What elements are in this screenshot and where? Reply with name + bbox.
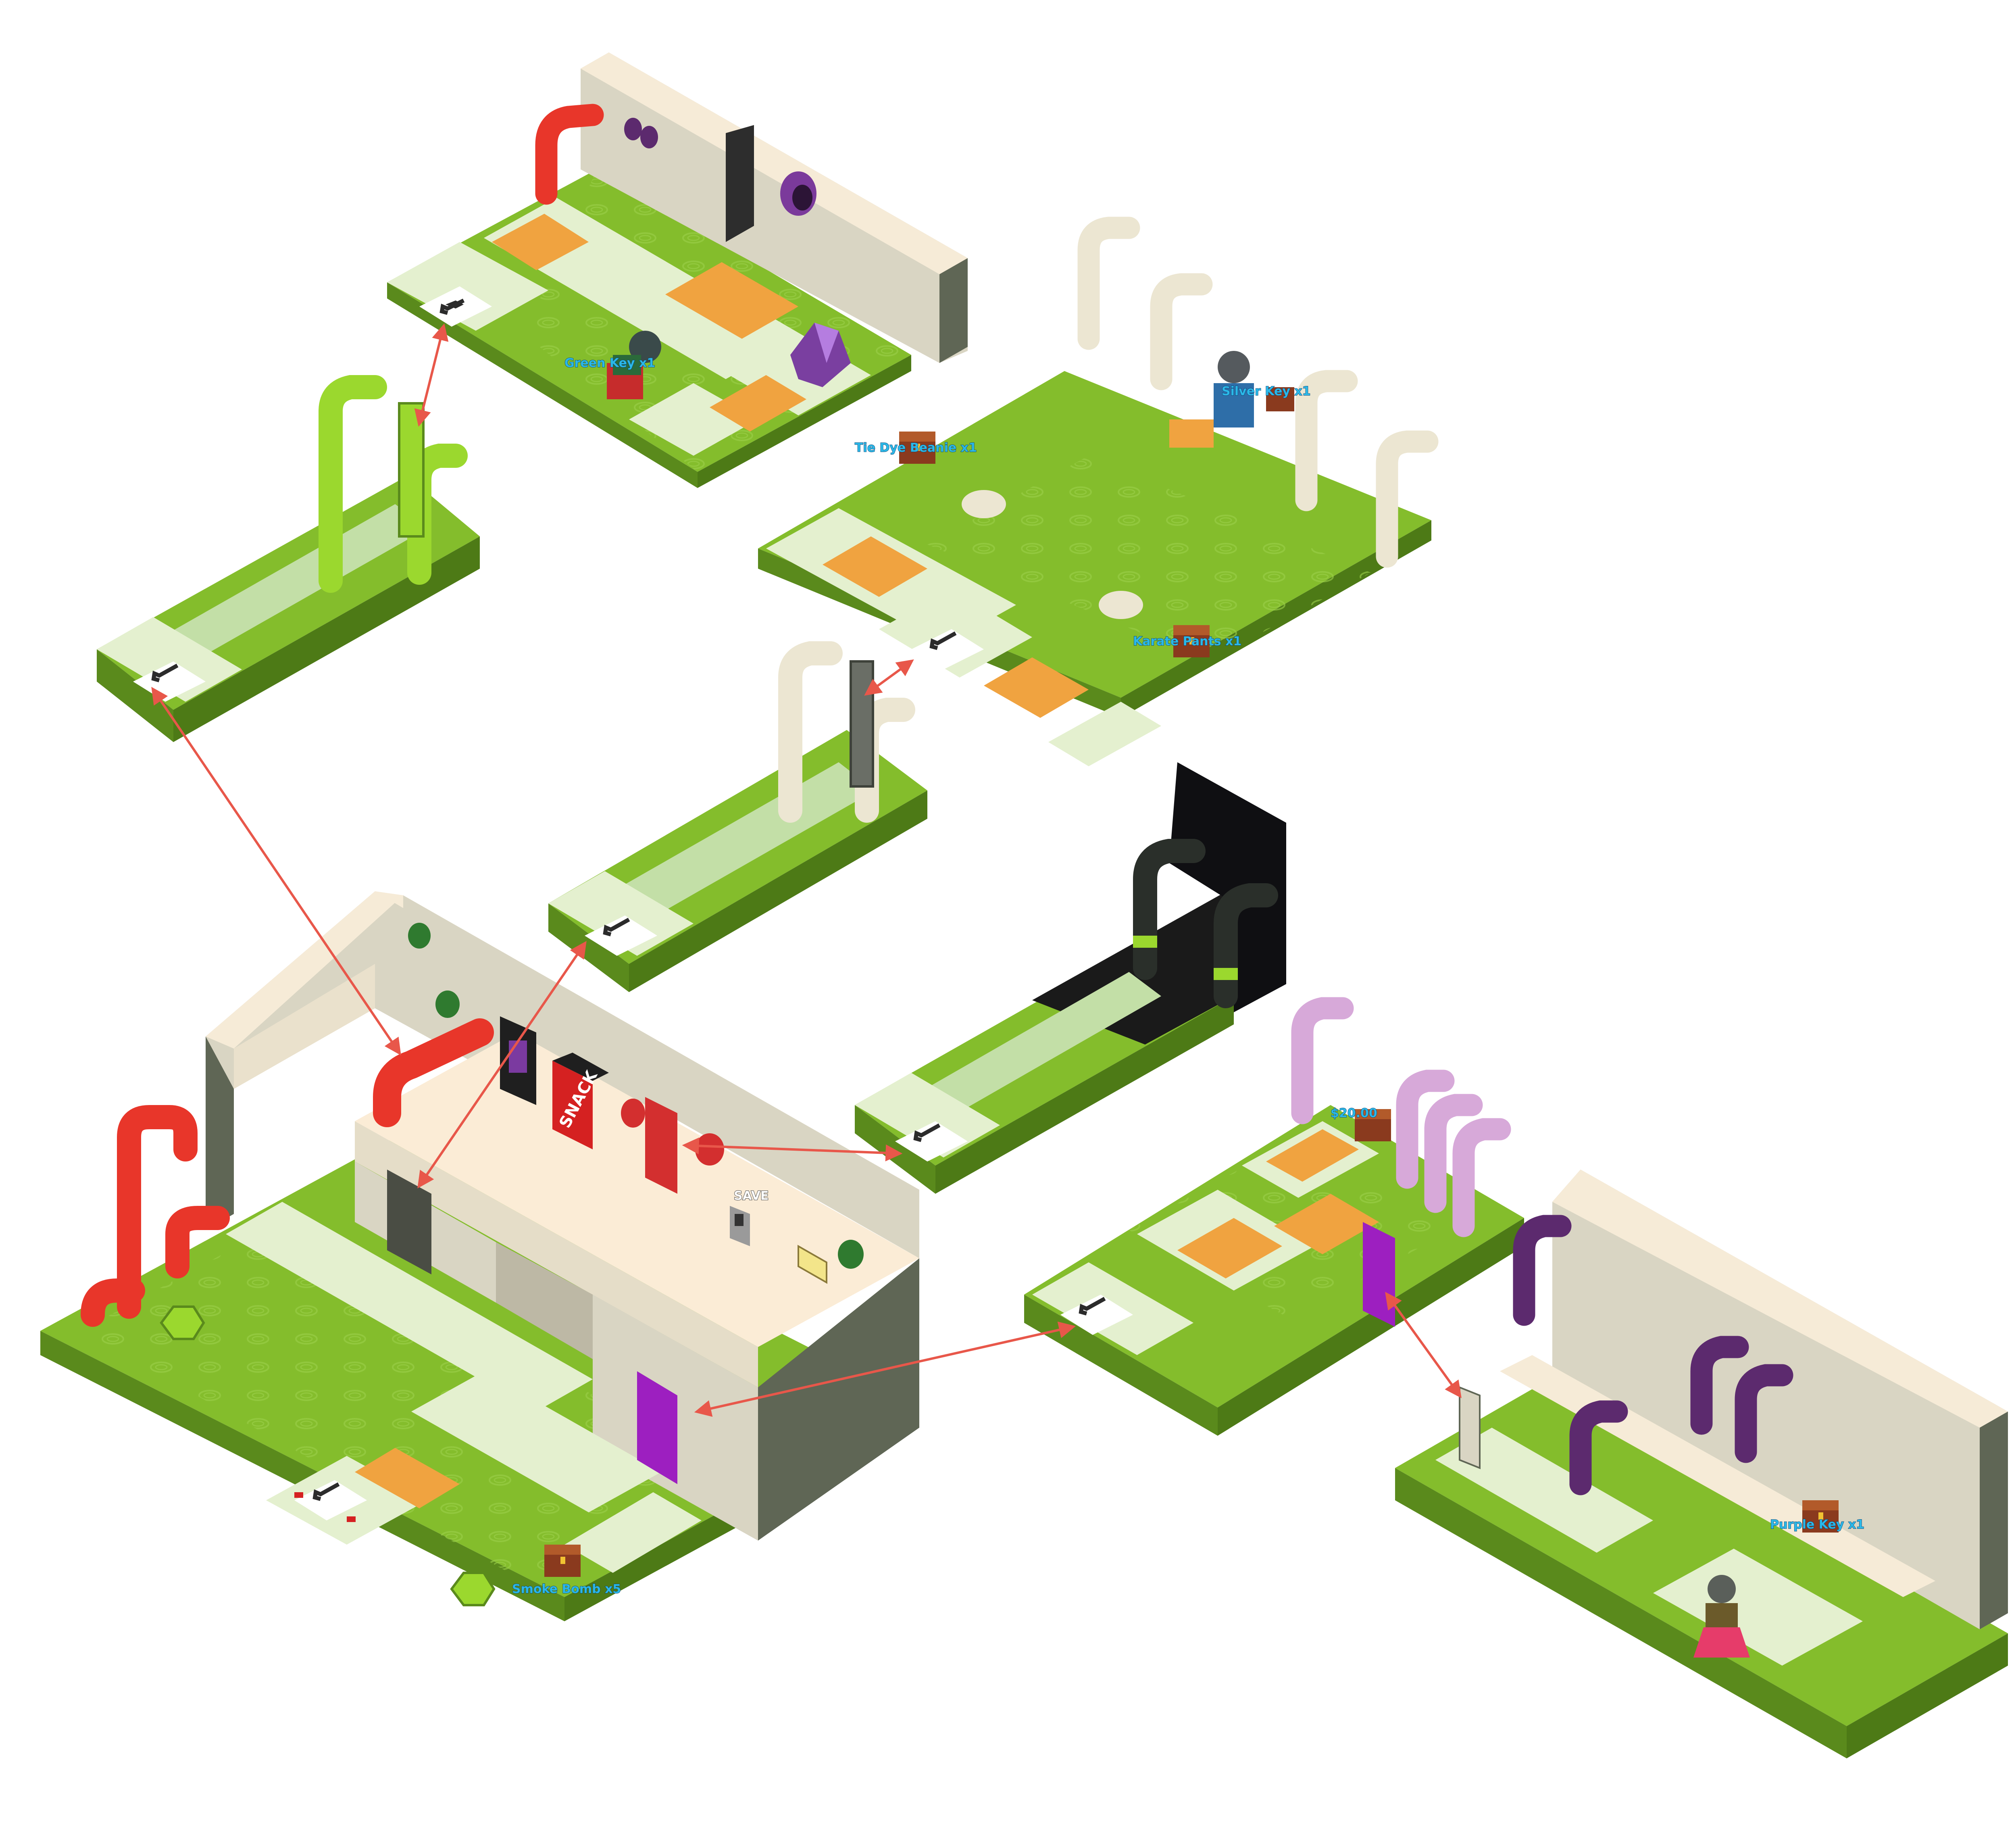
chest-karate[interactable] — [1173, 625, 1210, 657]
npc-character-purple-room[interactable] — [1693, 1575, 1750, 1658]
room-lime-corridor — [97, 375, 480, 742]
label-purple-key: Purple Key x1 — [1770, 1518, 1864, 1532]
room-dark-corridor — [855, 762, 1286, 1194]
door-red[interactable] — [645, 1097, 677, 1194]
room-pink-pipes: $20.00 — [1024, 997, 1524, 1436]
exit-marker-lime[interactable] — [133, 661, 206, 702]
save-sign: SAVE — [734, 1189, 769, 1203]
exit-marker-cream[interactable] — [911, 629, 984, 669]
chest-smoke-bomb[interactable] — [544, 1545, 581, 1577]
notice-board[interactable] — [798, 1245, 827, 1284]
room-cream-garden: Tie Dye Beanie x1 Silver Key x1 Karate P… — [758, 217, 1439, 766]
exit-marker-pink[interactable] — [1060, 1295, 1133, 1335]
exit-marker-hub[interactable] — [294, 1480, 367, 1522]
door-gray[interactable] — [387, 1170, 431, 1274]
door-purple-pink[interactable] — [1363, 1222, 1395, 1327]
room-cream-corridor — [548, 641, 927, 992]
door-purple-hub[interactable] — [637, 1371, 677, 1484]
npc-character-top[interactable] — [607, 331, 661, 399]
room-purple-pipes: Purple Key x1 — [1395, 1170, 2008, 1758]
chest-money[interactable] — [1355, 1109, 1391, 1141]
room-connectors — [151, 323, 1462, 1417]
save-point[interactable]: SAVE — [730, 1189, 769, 1246]
label-money: $20.00 — [1331, 1106, 1377, 1120]
chest-purple-key[interactable] — [1802, 1500, 1839, 1533]
exit-marker-top[interactable] — [419, 286, 492, 327]
label-tie-dye: Tie Dye Beanie x1 — [855, 441, 977, 455]
room-main-hub: SNACK SAVE Smoke Bomb x5 — [40, 891, 919, 1621]
label-karate-pants: Karate Pants x1 — [1133, 634, 1241, 649]
label-smoke-bomb: Smoke Bomb x5 — [512, 1582, 621, 1596]
exit-marker-dark[interactable] — [895, 1121, 968, 1161]
label-green-key: Green Key x1 — [564, 356, 655, 370]
exit-marker-cream-corridor[interactable] — [585, 915, 657, 956]
npc-character-samurai[interactable] — [1169, 351, 1294, 448]
chest-tie-dye[interactable] — [899, 432, 935, 464]
room-top-garden: Green Key x1 — [387, 52, 968, 488]
label-silver-key: Silver Key x1 — [1222, 384, 1311, 398]
